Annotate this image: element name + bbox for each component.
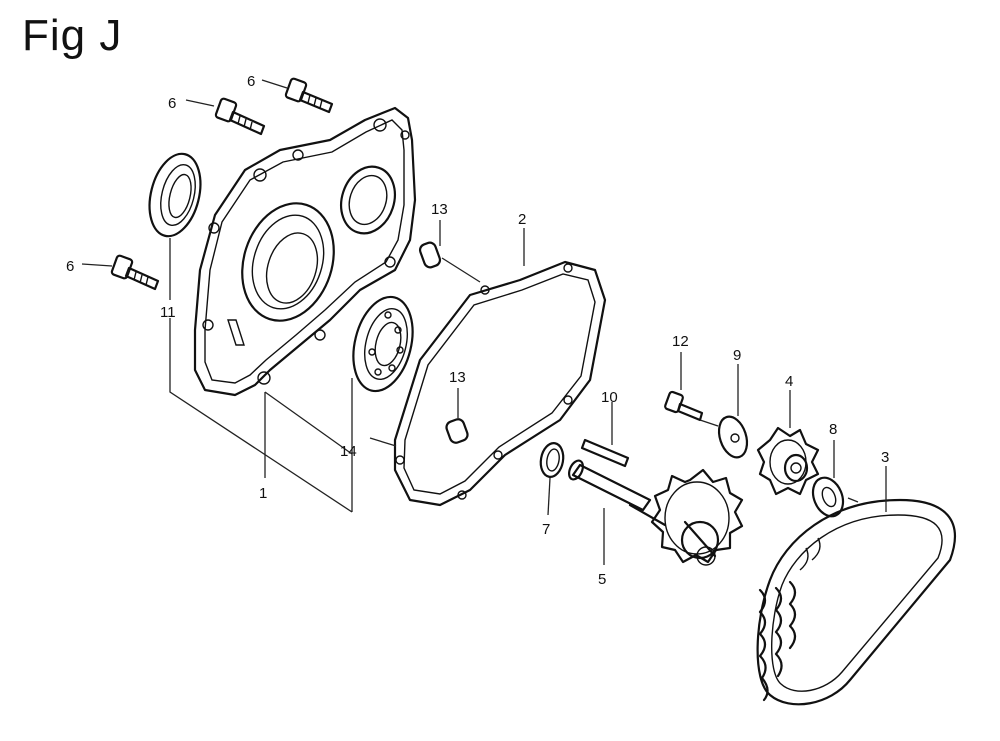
countershaft-sprocket [568, 459, 744, 566]
ball-bearing [352, 295, 414, 393]
drive-sprocket [756, 426, 820, 496]
callout-part-7: 7 [542, 521, 550, 538]
case-cover [193, 106, 417, 397]
part-callouts: 6 6 6 11 1 14 13 13 2 7 10 5 12 9 4 8 3 [66, 73, 889, 588]
callout-part-12: 12 [672, 333, 689, 350]
dowel-pin-upper [418, 241, 442, 269]
dowel-pin-lower [445, 418, 469, 444]
spacer-washer [539, 442, 565, 478]
callout-part-11: 11 [160, 304, 176, 321]
flange-bolt-top [284, 77, 334, 114]
thrust-washer [717, 415, 749, 459]
flange-bolt-middle [214, 97, 266, 136]
callout-part-5: 5 [598, 571, 606, 588]
callout-part-8: 8 [829, 421, 837, 438]
sprocket-bolt [664, 390, 704, 422]
roller-chain [756, 498, 956, 706]
cover-gasket [393, 260, 607, 507]
figure-title: Fig J [22, 11, 123, 60]
callout-part-13-lower: 13 [449, 369, 466, 386]
oil-seal [148, 152, 202, 238]
callout-part-10: 10 [601, 389, 618, 406]
callout-part-14: 14 [340, 443, 357, 460]
shaft-key [580, 438, 630, 468]
leader-lines [81, 79, 887, 565]
callout-part-6-left: 6 [66, 258, 74, 275]
spring-washer [811, 476, 845, 518]
callout-part-4: 4 [785, 373, 793, 390]
callout-part-6-top: 6 [247, 73, 255, 90]
callout-part-1: 1 [259, 485, 267, 502]
callout-part-9: 9 [733, 347, 741, 364]
callout-part-13-upper: 13 [431, 201, 448, 218]
callout-part-2: 2 [518, 211, 526, 228]
flange-bolt-left [110, 254, 160, 291]
callout-part-6-middle: 6 [168, 95, 176, 112]
callout-part-3: 3 [881, 449, 889, 466]
